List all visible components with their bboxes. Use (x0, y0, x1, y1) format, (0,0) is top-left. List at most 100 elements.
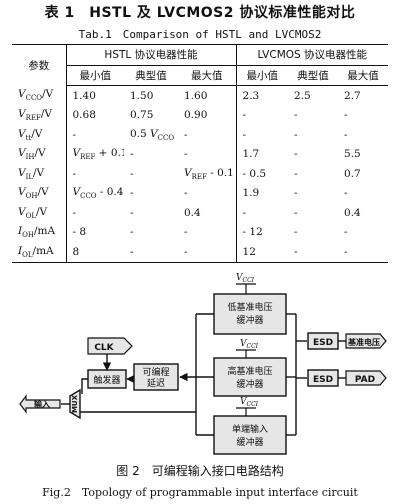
terminal-ref-voltage: 基准电压 (345, 333, 387, 349)
clk-label: CLK (94, 343, 114, 353)
table-row: VIL/V--VREF - 0.1- 0.5-0.7 (12, 164, 388, 184)
vcci-bottom: VCCI (236, 397, 259, 416)
value-cell-h-max: 0.90 (184, 109, 208, 122)
value-cell-h-typ: - (130, 187, 134, 200)
delay-line1: 可编程 (142, 366, 169, 378)
table-title-english: Tab.1 Comparison of HSTL and LVCMOS2 (78, 28, 322, 41)
value-cell-l-min: - 12 (235, 222, 289, 242)
value-cell-l-min: 1.7 (235, 144, 289, 164)
terminal-clk: CLK (87, 337, 133, 355)
table-row: VOL/V--0.4--0.4 (12, 203, 388, 223)
block-esd-top: ESD (307, 332, 339, 350)
param-cell: VOH/V (18, 186, 49, 201)
value-cell-h-typ: - (130, 167, 134, 180)
value-cell-h-max: - (184, 128, 188, 141)
value-cell-h-min: 8 (65, 242, 124, 263)
terminal-input: 输入 (19, 394, 61, 414)
high-ref-line2: 缓冲器 (236, 378, 263, 390)
value-cell-h-min: 1.40 (65, 85, 124, 106)
value-cell-h-typ: 0.75 (130, 109, 154, 122)
value-cell-l-min: - (235, 203, 289, 223)
block-low-ref-buffer: 低基准电压 缓冲器 (213, 293, 287, 335)
param-cell: VIL/V (18, 166, 45, 181)
value-cell-l-min: 1.9 (235, 183, 289, 203)
value-cell-l-typ: - (294, 226, 298, 239)
value-cell-l-typ: - (294, 128, 298, 141)
param-cell: IOL/mA (12, 242, 66, 263)
esd-top-label: ESD (313, 338, 333, 348)
vcci-top: VCCI (236, 273, 256, 294)
group-header-lvcmos: LVCMOS 协议电器性能 (235, 44, 389, 66)
value-cell-l-max: 2.7 (344, 89, 361, 102)
value-cell-h-max: - (184, 148, 188, 161)
vcci-label-bottom: VCCI (240, 397, 259, 408)
header-lvcmos-min: 最小值 (235, 65, 289, 86)
value-cell-l-typ: - (294, 148, 298, 161)
value-cell-h-max: - (184, 187, 188, 200)
value-cell-h-typ: 0.5 VCCO (130, 127, 175, 142)
value-cell-l-typ: 2.5 (294, 89, 311, 102)
value-cell-l-min: 12 (235, 242, 289, 263)
value-cell-h-typ: - (130, 206, 134, 219)
value-cell-h-max: VREF - 0.1 (184, 166, 234, 181)
input-label: 输入 (34, 399, 50, 409)
low-ref-line1: 低基准电压 (227, 301, 272, 313)
table-title: 表 1 HSTL 及 LVCMOS2 协议标准性能对比 (44, 5, 356, 21)
low-ref-line2: 缓冲器 (236, 314, 263, 326)
value-cell-l-max: - (344, 109, 348, 122)
param-cell: IOH/mA (18, 225, 56, 240)
param-cell: Vtt/V (18, 127, 43, 142)
pad-label: PAD (355, 375, 375, 385)
value-cell-h-typ: - (130, 226, 134, 239)
value-cell-l-max: - (344, 226, 348, 239)
value-cell-h-max: 0.4 (184, 206, 201, 219)
block-single-ended-buffer: 单端输入 缓冲器 (213, 415, 287, 455)
header-hstl-max: 最大值 (178, 65, 237, 86)
vcci-label-middle: VCCI (240, 339, 259, 350)
param-cell: VIH/V (18, 147, 46, 162)
value-cell-l-max: 5.5 (344, 148, 361, 161)
mux: MUX (69, 388, 81, 420)
value-cell-h-min: 0.68 (65, 105, 124, 125)
value-cell-l-min: - 0.5 (235, 164, 289, 184)
value-cell-l-min: - (235, 125, 289, 145)
param-cell: VCCO/V (18, 88, 54, 103)
value-cell-h-min: VREF + 0.1 (65, 144, 124, 164)
value-cell-l-max: - (344, 128, 348, 141)
esd-bottom-label: ESD (313, 375, 333, 385)
value-cell-l-typ: - (294, 206, 298, 219)
table-row: IOH/mA- 8--- 12-- (12, 222, 388, 242)
value-cell-h-max: 1.60 (184, 89, 208, 102)
value-cell-l-max: 0.4 (344, 206, 361, 219)
value-cell-h-min: VCCO - 0.4 (65, 183, 124, 203)
header-lvcmos-max: 最大值 (338, 65, 389, 86)
high-ref-line1: 高基准电压 (227, 365, 272, 377)
vcci-middle: VCCI (236, 339, 259, 358)
wires (61, 313, 346, 436)
value-cell-l-typ: - (288, 242, 339, 263)
value-cell-l-max: - (344, 187, 348, 200)
value-cell-l-typ: - (294, 109, 298, 122)
figure-caption-english: Fig.2 Topology of programmable input int… (42, 486, 358, 499)
terminal-pad: PAD (345, 370, 387, 386)
value-cell-l-max: 0.7 (344, 167, 361, 180)
single-line1: 单端输入 (232, 423, 268, 435)
value-cell-h-min: - (65, 125, 124, 145)
header-hstl-typ: 典型值 (124, 65, 178, 86)
value-cell-h-typ: - (124, 242, 178, 263)
group-header-hstl: HSTL 协议电器性能 (65, 44, 237, 66)
figure-caption: 图 2 可编程输入接口电路结构 (116, 464, 284, 478)
value-cell-l-min: 2.3 (235, 85, 289, 106)
value-cell-l-typ: - (294, 187, 298, 200)
value-cell-h-typ: - (130, 148, 134, 161)
value-cell-l-max: - (338, 242, 389, 263)
param-header: 参数 (12, 44, 66, 86)
vcci-label-top: VCCI (236, 273, 255, 284)
trigger-label: 触发器 (93, 374, 120, 386)
value-cell-h-max: - (178, 242, 237, 263)
block-programmable-delay: 可编程 延迟 (133, 363, 179, 391)
value-cell-h-min: - 8 (65, 222, 124, 242)
